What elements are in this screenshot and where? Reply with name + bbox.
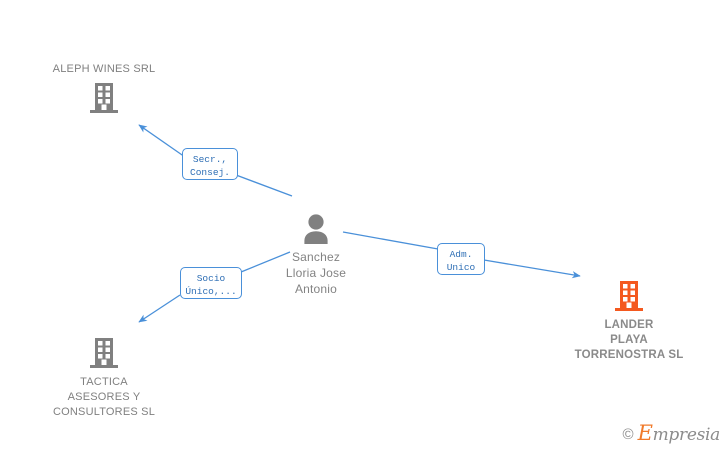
edge-chip-tactica[interactable]: Socio Único,... xyxy=(180,267,242,299)
node-person-center[interactable]: Sanchez Lloria Jose Antonio xyxy=(236,212,396,297)
node-label-tactica: TACTICA ASESORES Y CONSULTORES SL xyxy=(52,376,156,418)
node-label-person-center: Sanchez Lloria Jose Antonio xyxy=(285,250,347,296)
building-icon xyxy=(24,336,184,370)
node-aleph-wines[interactable]: ALEPH WINES SRL xyxy=(24,62,184,115)
watermark: © Empresia xyxy=(622,423,721,445)
node-tactica[interactable]: TACTICA ASESORES Y CONSULTORES SL xyxy=(24,336,184,420)
brand-wordmark: Empresia xyxy=(638,423,721,445)
building-icon xyxy=(24,81,184,115)
node-lander-playa[interactable]: LANDER PLAYA TORRENOSTRA SL xyxy=(549,279,709,363)
node-label-lander-playa: LANDER PLAYA TORRENOSTRA SL xyxy=(574,319,684,361)
edge-chip-lander[interactable]: Adm. Unico xyxy=(437,243,485,275)
brand-rest: mpresia xyxy=(652,425,721,445)
edge-chip-aleph[interactable]: Secr., Consej. xyxy=(182,148,238,180)
node-label-aleph-wines: ALEPH WINES SRL xyxy=(52,63,156,75)
brand-initial: E xyxy=(637,421,653,445)
building-icon xyxy=(549,279,709,313)
person-icon xyxy=(236,212,396,244)
copyright-icon: © xyxy=(622,426,634,443)
